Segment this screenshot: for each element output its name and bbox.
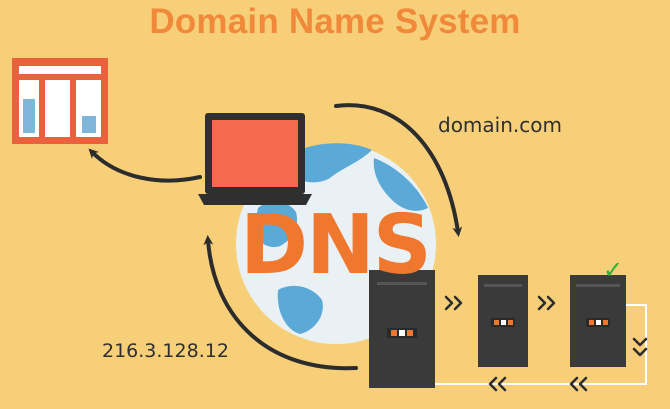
check-icon: ✓ [603,256,624,284]
arrow-ip-response [203,235,358,371]
chevron-down-icon [632,337,648,357]
dns-label: DNS [240,198,432,293]
page-title: Domain Name System [149,2,521,41]
webpage-icon [12,58,108,144]
domain-label: domain.com [438,113,562,137]
chevron-left-icon [569,376,588,392]
ip-address-label: 216.3.128.12 [102,340,229,362]
chevron-right-icon [537,295,556,311]
server-icon [570,275,626,367]
chevron-right-icon [444,295,463,311]
server-icon [478,275,528,367]
chevron-left-icon [488,376,507,392]
server-icon [369,270,435,388]
server-connector [435,304,647,385]
arrow-laptop-to-webpage [88,148,202,183]
arrow-domain-request [334,103,463,237]
laptop-icon [198,113,312,205]
